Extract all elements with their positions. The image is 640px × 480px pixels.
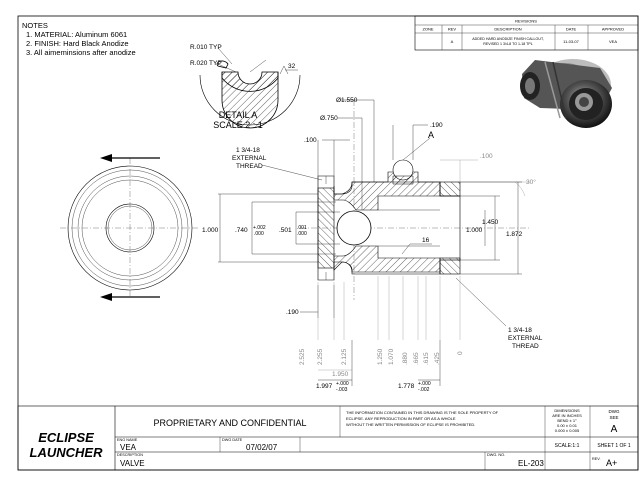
dim-740: .740 [235,227,248,234]
dim-callout-a: A [428,130,434,140]
dim-wall-16: 16 [422,237,430,244]
dim-100-left: .100 [304,137,317,144]
dim-thread-right-1: 1 3/4-18 [508,327,532,334]
dwg-no-label: DWG. NO. [487,453,505,457]
dims-note-1: DIMENSIONS [554,408,580,413]
ord-1250: 1.250 [377,348,384,365]
notes-block: NOTES 1. MATERIAL: Aluminum 6061 2. FINI… [22,21,136,57]
company-name-2: LAUNCHER [30,445,104,460]
rev-header-approved: APPROVED [602,27,624,32]
detail-title: DETAIL A [219,110,258,120]
eng-name-value: VEA [120,443,137,452]
revisions-title: REVISIONS [515,19,537,24]
dim-1872: 1.872 [506,231,523,238]
rev-header-rev: REV [448,27,457,32]
description-value: VALVE [120,459,145,468]
dim-100-right: .100 [480,153,493,160]
note-1: 1. MATERIAL: Aluminum 6061 [26,30,127,39]
dwg-date-value: 07/02/07 [246,443,278,452]
dim-501: .501 [279,227,292,234]
rev-row-date: 11-03-07 [563,39,579,44]
eng-name-label: ENG NAME [117,438,138,442]
scale-label: SCALE:1:1 [555,443,580,449]
dim-1778-tol-plus: +.000 [418,381,431,387]
dim-thread-left-1: 1 3/4-18 [236,147,260,154]
dim-501-tol-plus: .001 [297,225,307,231]
dim-740-tol-plus: +.002 [253,225,266,231]
dim-1778: 1.778 [398,383,415,390]
dims-note-3: BEND ± 1° [557,418,577,423]
rev-row-description-2: REVISED 1 3/4-8 TO 1-18 TPL [483,42,533,46]
revisions-table: REVISIONS ZONE REV DESCRIPTION DATE APPR… [414,15,639,51]
dim-1997-tol-plus: +.000 [336,381,349,387]
end-view [60,154,200,301]
dim-thread-right-3: THREAD [512,343,539,350]
ord-615: .615 [423,352,430,365]
dim-angle-30: 30° [526,178,536,186]
detail-r010-label: R.010 TYP [190,44,222,51]
dim-1000-left: 1.000 [202,227,219,234]
sheet-label: SHEET 1 OF 1 [597,443,630,449]
detail-a: R.010 TYP R.020 TYP 32 DETAIL A SCALE 2 … [190,44,301,130]
dim-1997-tol-minus: -.003 [336,387,348,393]
ord-2525: 2.525 [299,348,306,365]
dim-thread-left-3: THREAD [236,163,263,170]
rev-header-description: DESCRIPTION [494,27,521,32]
dim-1778-tol-minus: -.002 [418,387,430,393]
dims-note-4: 0.00 ± 0.01 [557,423,578,428]
title-block: ECLIPSE LAUNCHER PROPRIETARY AND CONFIDE… [17,405,639,471]
dim-190-top: .190 [430,122,443,129]
notes-title: NOTES [22,21,48,30]
note-2: 2. FINISH: Hard Black Anodize [26,39,129,48]
dim-dia-1550: Ø1.550 [336,97,358,104]
dwg-date-label: DWG DATE [222,438,243,442]
dim-1450: 1.450 [482,219,499,226]
rev-label: REV. [592,457,601,461]
detail-r020-label: R.020 TYP [190,60,222,67]
rev-header-date: DATE [566,27,577,32]
rev-row-approved: VEA [609,39,617,44]
dim-thread-right-2: EXTERNAL [508,335,543,342]
ord-0: 0 [457,351,464,355]
dims-note-2: ARE IN INCHES [552,413,582,418]
description-label: DESCRIPTION [117,453,143,457]
ord-880: .880 [402,352,409,365]
ord-1070: 1.070 [388,348,395,365]
detail-scale: SCALE 2 : 1 [213,120,263,130]
note-3: 3. All aimeminsions after anodize [26,48,136,57]
rev-row-description-1: ADDED HARD ANODIZE FINISH CALLOUT, [472,37,544,41]
ord-425: .425 [434,352,441,365]
dim-thread-left-2: EXTERNAL [232,155,267,162]
dim-501-tol-minus: .000 [297,231,307,237]
ord-2255: 2.255 [317,348,324,365]
dim-1950: 1.950 [332,371,349,378]
dwg-see-label-1: DWG [609,409,620,414]
dim-190-bottom: .190 [286,309,299,316]
isometric-render [520,59,612,128]
dwg-see-label-2: SEE [609,415,618,420]
dim-1997: 1.997 [316,383,333,390]
dim-1000-right: 1.000 [466,227,483,234]
disclaimer-1: THE INFORMATION CONTAINED IN THIS DRAWIN… [346,410,499,415]
rev-value: A+ [606,458,617,468]
rev-header-zone: ZONE [422,27,433,32]
disclaimer-2: ECLIPSE. ANY REPRODUCTION IN PART OR AS … [346,416,456,421]
ord-665: .665 [413,352,420,365]
section-view [300,100,530,300]
rev-row-rev: A [451,39,454,44]
ord-2125: 2.125 [341,348,348,365]
dwg-no-value: EL-203 [518,459,544,468]
company-name-1: ECLIPSE [38,430,94,445]
dimension-text: Ø1.550 Ø.750 .100 .190 A .100 30° 1 3/4-… [202,97,543,393]
detail-finish-symbol: 32 [288,63,296,70]
disclaimer-3: WITHOUT THE WRITTEN PERMISSION OF ECLIPS… [346,422,475,427]
dim-dia-750: Ø.750 [320,115,338,122]
dims-note-5: 0.000 ± 0.005 [555,428,580,433]
dimension-lines [218,99,530,386]
dwg-see-value: A [611,424,618,435]
proprietary-label: PROPRIETARY AND CONFIDENTIAL [153,418,306,428]
dim-740-tol-minus: .000 [254,231,264,237]
